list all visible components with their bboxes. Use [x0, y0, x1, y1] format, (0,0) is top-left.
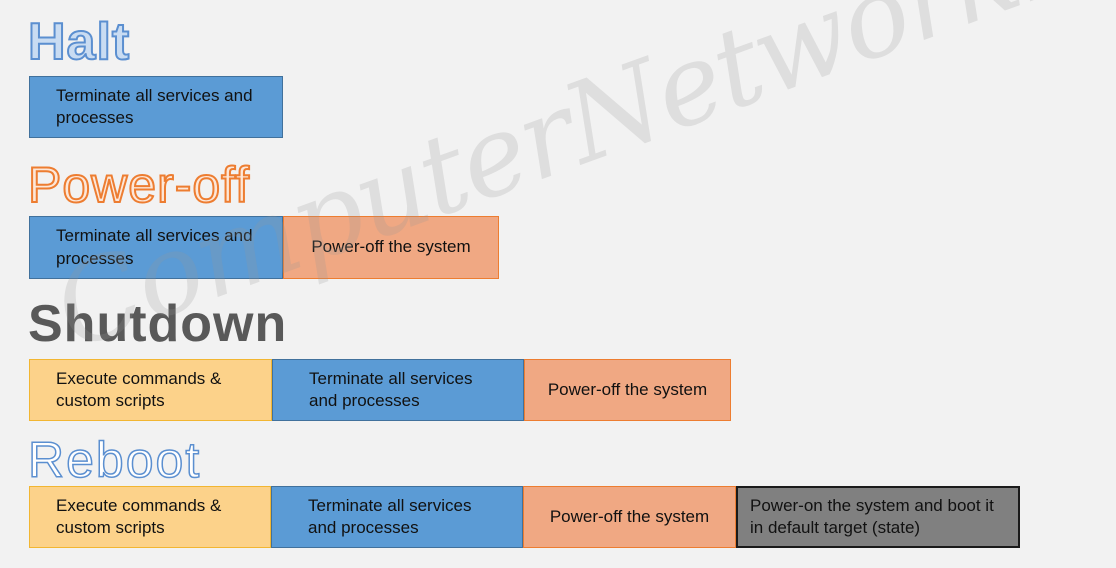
halt-step-terminate: Terminate all services and processes	[29, 76, 283, 138]
reboot-step-poweroff: Power-off the system	[523, 486, 736, 548]
reboot-title: Reboot	[27, 432, 202, 488]
poweroff-step-terminate: Terminate all services and processes	[29, 216, 283, 279]
halt-title: Halt	[27, 13, 131, 71]
reboot-step-poweron: Power-on the system and boot it in defau…	[736, 486, 1020, 548]
shutdown-step-execute: Execute commands & custom scripts	[29, 359, 272, 421]
poweroff-title: Power-off	[27, 157, 251, 213]
shutdown-step-terminate: Terminate all services and processes	[272, 359, 524, 421]
shutdown-step-poweroff: Power-off the system	[524, 359, 731, 421]
poweroff-step-poweroff: Power-off the system	[283, 216, 499, 279]
reboot-step-execute: Execute commands & custom scripts	[29, 486, 271, 548]
shutdown-title: Shutdown	[28, 295, 288, 353]
reboot-step-terminate: Terminate all services and processes	[271, 486, 523, 548]
